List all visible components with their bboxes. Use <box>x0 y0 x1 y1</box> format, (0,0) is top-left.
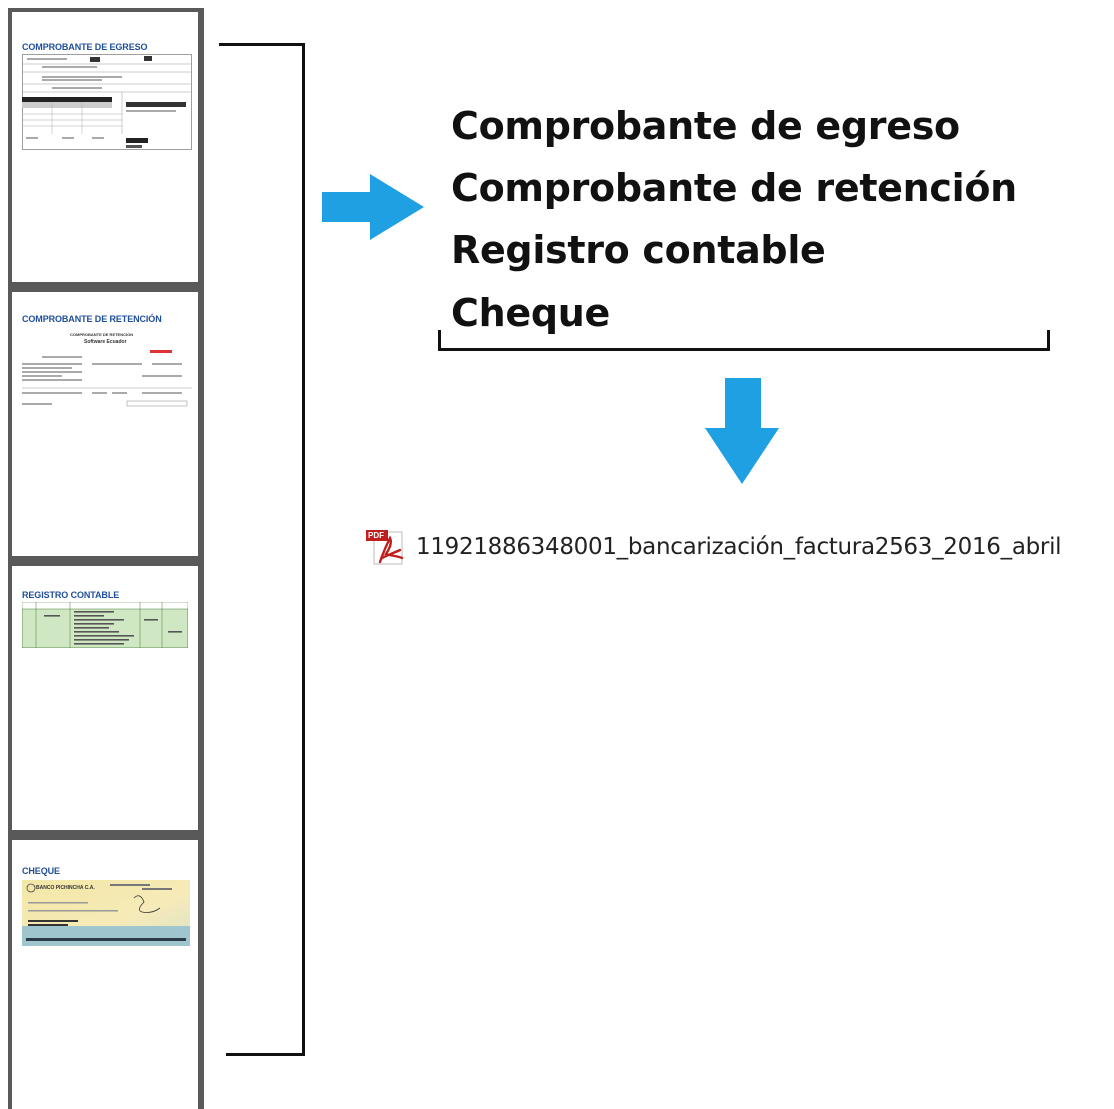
pdf-icon-label: PDF <box>368 531 384 540</box>
retencion-subtitle: COMPROBANTE DE RETENCION <box>70 332 134 337</box>
pdf-file-icon <box>366 530 404 565</box>
left-bracket-bottom <box>226 1053 305 1056</box>
arrow-right-icon <box>322 174 424 240</box>
document-item-registro: Registro contable <box>451 228 826 272</box>
document-stack: COMPROBANTE DE EGRESO <box>8 8 204 1109</box>
list-bracket-left <box>438 330 441 351</box>
page-title-registro: REGISTRO CONTABLE <box>22 590 120 600</box>
egreso-thumbnail <box>22 54 192 150</box>
list-bracket-bottom <box>438 348 1050 351</box>
page-registro-contable[interactable]: REGISTRO CONTABLE <box>12 566 198 830</box>
arrow-down-icon <box>705 378 779 484</box>
pdf-file-name[interactable]: 11921886348001_bancarización_factura2563… <box>416 534 1062 560</box>
list-bracket-right <box>1047 330 1050 351</box>
document-item-egreso: Comprobante de egreso <box>451 104 960 148</box>
page-title-egreso: COMPROBANTE DE EGRESO <box>22 42 148 52</box>
retencion-thumbnail <box>22 350 192 407</box>
document-item-cheque: Cheque <box>451 291 610 335</box>
page-title-cheque: CHEQUE <box>22 866 60 876</box>
registro-thumbnail <box>22 602 188 648</box>
page-comprobante-egreso[interactable]: COMPROBANTE DE EGRESO <box>12 12 198 282</box>
page-title-retencion: COMPROBANTE DE RETENCIÓN <box>22 314 162 324</box>
retencion-company: Software Ecuador <box>84 339 127 345</box>
left-bracket-top <box>219 43 305 46</box>
page-cheque[interactable]: CHEQUE BANCO PICHINCHA C.A. <box>12 840 198 1109</box>
page-comprobante-retencion[interactable]: COMPROBANTE DE RETENCIÓN COMPROBANTE DE … <box>12 292 198 556</box>
cheque-thumbnail <box>22 880 190 946</box>
left-bracket-vertical <box>302 43 305 1056</box>
cheque-bank-name: BANCO PICHINCHA C.A. <box>36 885 95 891</box>
document-item-retencion: Comprobante de retención <box>451 166 1017 210</box>
